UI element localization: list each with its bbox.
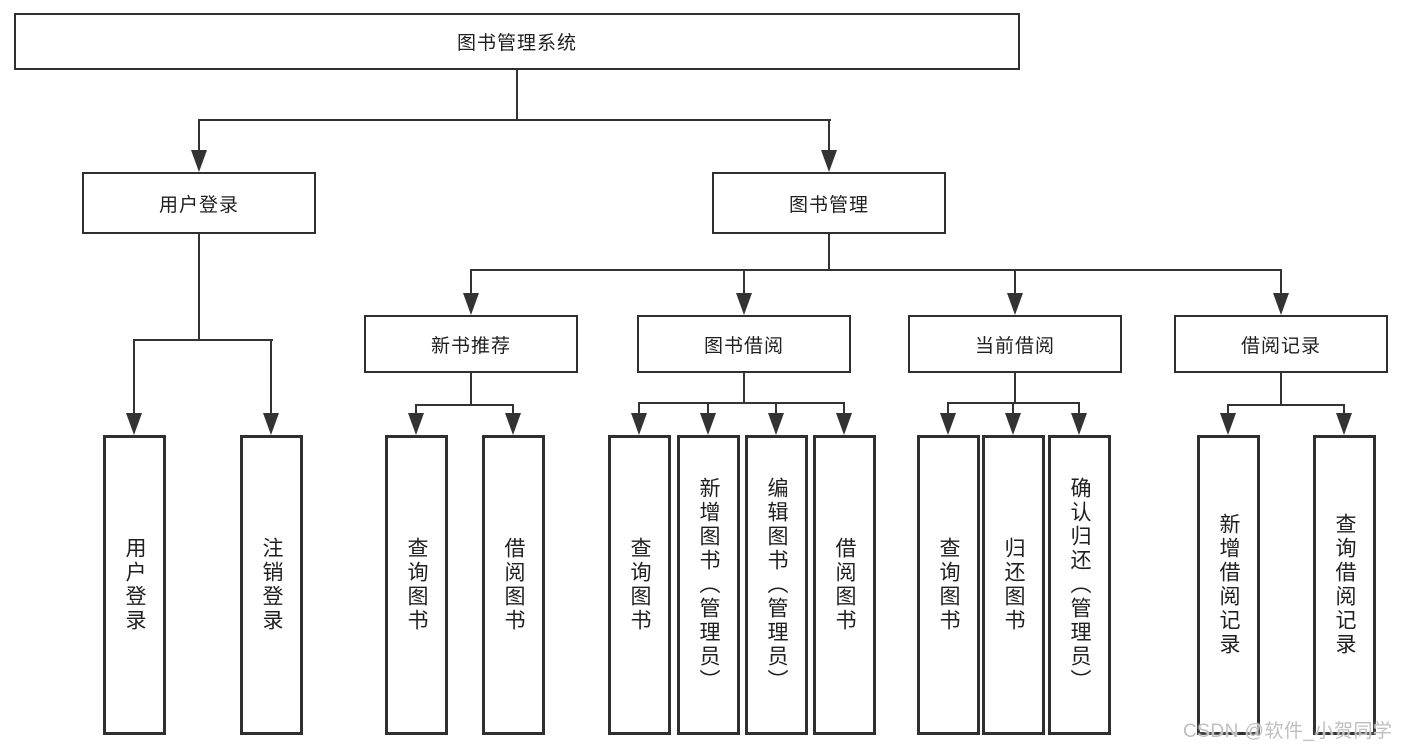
arrowhead-down <box>1220 413 1236 435</box>
leaf-label: 用户登录 <box>123 537 146 633</box>
arrowhead-down <box>700 413 716 435</box>
arrowhead-down <box>263 413 279 435</box>
node-user-login: 用户登录 <box>82 172 316 234</box>
node-system-root: 图书管理系统 <box>14 13 1020 70</box>
arrowhead-down <box>505 413 521 435</box>
arrowhead-down <box>1273 293 1289 315</box>
connector-shaft <box>1343 404 1345 415</box>
connector-shaft <box>1280 269 1282 295</box>
connector-shaft <box>512 404 514 415</box>
connector-shaft <box>743 269 745 295</box>
node-book-borrow: 图书借阅 <box>637 315 851 373</box>
arrowhead-down <box>821 150 837 172</box>
arrowhead-down <box>191 150 207 172</box>
connector-shaft <box>707 402 709 415</box>
leaf-label: 查询图书 <box>628 537 651 633</box>
connector-root-branch <box>198 119 831 121</box>
node-label: 新书推荐 <box>430 335 511 357</box>
connector-shaft <box>638 402 640 415</box>
arrowhead-down <box>631 413 647 435</box>
connector-shaft <box>1012 402 1014 415</box>
connector-shaft <box>828 119 830 152</box>
connector-stem <box>743 373 745 404</box>
leaf-add-book-admin: 新增图书（管理员） <box>677 435 740 735</box>
arrowhead-down <box>836 413 852 435</box>
leaf-user-login: 用户登录 <box>103 435 166 735</box>
connector-branch <box>470 269 1282 271</box>
node-label: 图书管理 <box>788 194 869 216</box>
node-label: 图书管理系统 <box>456 33 577 54</box>
connector-branch <box>1227 404 1345 406</box>
node-new-book-recommend: 新书推荐 <box>364 315 578 373</box>
node-label: 用户登录 <box>158 194 239 216</box>
leaf-query-borrow-record: 查询借阅记录 <box>1313 435 1376 735</box>
connector-shaft <box>1227 404 1229 415</box>
connector-shaft <box>947 402 949 415</box>
node-current-borrow: 当前借阅 <box>908 315 1122 373</box>
leaf-borrow-books-2: 借阅图书 <box>813 435 876 735</box>
connector-root-trunk <box>516 69 518 121</box>
node-book-management: 图书管理 <box>712 172 946 234</box>
leaf-label: 新增借阅记录 <box>1217 513 1240 657</box>
connector-stem <box>1014 373 1016 404</box>
arrowhead-down <box>768 413 784 435</box>
leaf-label: 新增图书（管理员） <box>697 477 720 693</box>
connector-shaft <box>843 402 845 415</box>
node-label: 当前借阅 <box>974 335 1055 357</box>
connector-shaft <box>415 404 417 415</box>
connector-stem <box>470 373 472 406</box>
leaf-return-book: 归还图书 <box>982 435 1045 735</box>
leaf-label: 借阅图书 <box>833 537 856 633</box>
connector-shaft <box>270 339 272 415</box>
leaf-confirm-return-admin: 确认归还（管理员） <box>1048 435 1111 735</box>
arrowhead-down <box>463 293 479 315</box>
leaf-label: 编辑图书（管理员） <box>765 477 788 693</box>
leaf-label: 查询借阅记录 <box>1333 513 1356 657</box>
leaf-add-borrow-record: 新增借阅记录 <box>1197 435 1260 735</box>
connector-stem <box>1280 373 1282 406</box>
connector-branch <box>133 339 273 341</box>
leaf-query-books-1: 查询图书 <box>385 435 448 735</box>
arrowhead-down <box>126 413 142 435</box>
connector-shaft <box>775 402 777 415</box>
connector-shaft <box>1078 402 1080 415</box>
connector-branch <box>415 404 514 406</box>
leaf-label: 确认归还（管理员） <box>1068 477 1091 693</box>
leaf-label: 注销登录 <box>260 537 283 633</box>
connector-shaft <box>133 339 135 415</box>
leaf-borrow-books-1: 借阅图书 <box>482 435 545 735</box>
arrowhead-down <box>1005 413 1021 435</box>
csdn-watermark: CSDN @软件_小贺同学 <box>1183 721 1393 742</box>
connector-stem <box>198 233 200 341</box>
leaf-query-books-3: 查询图书 <box>917 435 980 735</box>
arrowhead-down <box>1336 413 1352 435</box>
leaf-label: 查询图书 <box>937 537 960 633</box>
arrowhead-down <box>1007 293 1023 315</box>
node-borrow-records: 借阅记录 <box>1174 315 1388 373</box>
leaf-label: 查询图书 <box>405 537 428 633</box>
leaf-logout: 注销登录 <box>240 435 303 735</box>
connector-shaft <box>470 269 472 295</box>
arrowhead-down <box>408 413 424 435</box>
leaf-label: 借阅图书 <box>502 537 525 633</box>
connector-stem <box>828 233 830 271</box>
arrowhead-down <box>940 413 956 435</box>
arrowhead-down <box>736 293 752 315</box>
leaf-label: 归还图书 <box>1002 537 1025 633</box>
connector-shaft <box>1014 269 1016 295</box>
node-label: 图书借阅 <box>703 335 784 357</box>
leaf-query-books-2: 查询图书 <box>608 435 671 735</box>
arrowhead-down <box>1071 413 1087 435</box>
node-label: 借阅记录 <box>1240 335 1321 357</box>
leaf-edit-book-admin: 编辑图书（管理员） <box>745 435 808 735</box>
connector-shaft <box>198 119 200 152</box>
connector-branch <box>638 402 845 404</box>
